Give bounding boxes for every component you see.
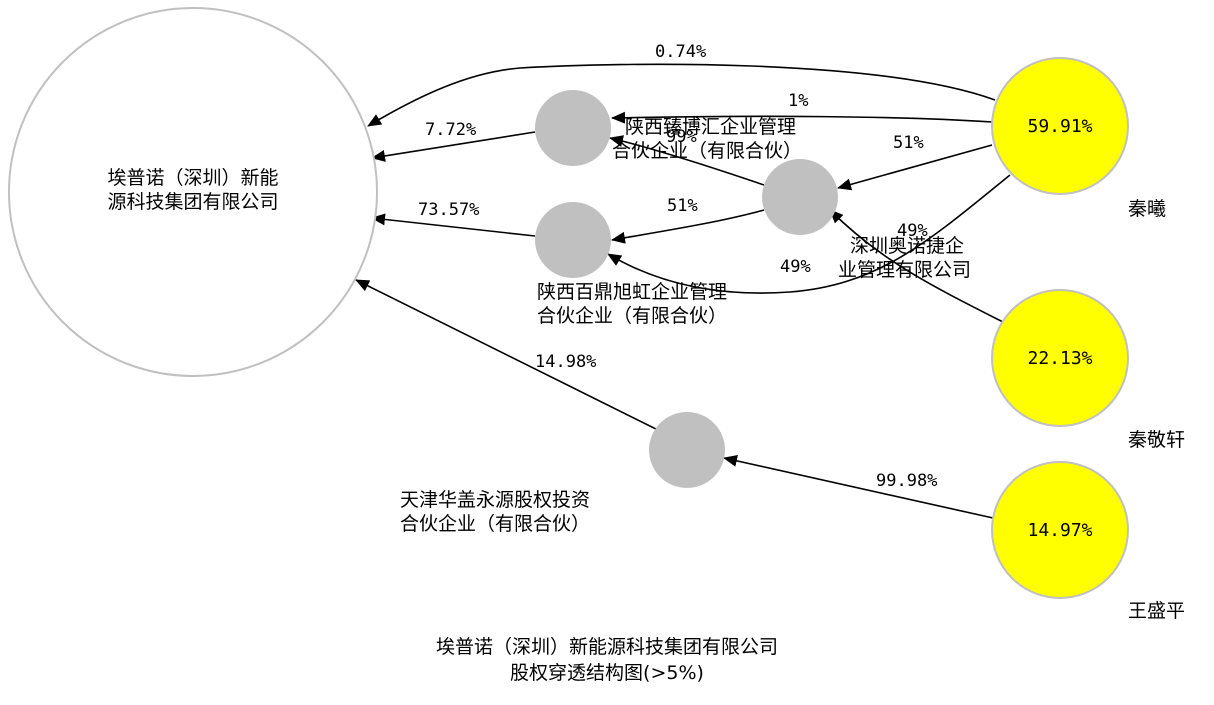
node-aonuo-name-line1: 深圳奥诺捷企 (850, 235, 964, 257)
node-tianjin-name-line2: 合伙企业（有限合伙） (400, 513, 590, 535)
node-aonuo-name-line2: 业管理有限公司 (838, 259, 971, 281)
node-qin-xi-name: 秦曦 (1128, 198, 1166, 220)
edge-label-qinxi-to-baiding: 49% (780, 257, 811, 277)
node-target-company[interactable] (8, 7, 378, 377)
edge-label-qinxi-to-aonuo: 51% (893, 133, 924, 153)
edge-label-qinxi-to-target: 0.74% (655, 42, 706, 62)
edge-aonuo-to-zhenbo (609, 135, 765, 186)
node-zhenbo-name-line1: 陕西臻博汇企业管理 (625, 116, 796, 138)
node-baiding-name-line1: 陕西百鼎旭虹企业管理 (537, 281, 727, 303)
edge-jingxuan-to-aonuo (829, 209, 1004, 323)
edge-qinxi-to-aonuo (837, 144, 993, 191)
node-shanxi-baiding[interactable] (535, 202, 611, 278)
node-person-qin-jingxuan[interactable] (991, 289, 1129, 427)
node-target-name-line1: 埃普诺（深圳）新能 (107, 167, 278, 189)
edge-qinxi-to-target (367, 63, 996, 127)
edge-qinxi-to-zhenbo (611, 111, 993, 124)
edge-label-zhenbo-to-target: 7.72% (425, 120, 476, 140)
node-wang-shengping-share: 14.97% (1027, 520, 1092, 541)
node-baiding-name-line2: 合伙企业（有限合伙） (537, 305, 727, 327)
node-shanxi-zhenbo[interactable] (535, 90, 611, 166)
edge-baiding-to-target (371, 213, 536, 237)
node-qin-xi-share: 59.91% (1027, 116, 1092, 137)
edge-label-tianjin-to-target: 14.98% (535, 352, 596, 372)
node-target-name-line2: 源科技集团有限公司 (107, 191, 278, 213)
node-person-wang-shengping[interactable] (991, 461, 1129, 599)
node-shenzhen-aonuo[interactable] (762, 159, 838, 235)
node-wang-shengping-name: 王盛平 (1128, 600, 1185, 622)
edge-label-wang-to-tianjin: 99.98% (876, 471, 937, 491)
diagram-caption-line1: 埃普诺（深圳）新能源科技集团有限公司 (436, 636, 778, 658)
edge-wang-to-tianjin (723, 454, 994, 519)
edge-label-qinxi-to-zhenbo: 1% (788, 91, 808, 111)
node-qin-jingxuan-share: 22.13% (1027, 348, 1092, 369)
edge-label-jingxuan-to-aonuo: 49% (897, 221, 928, 241)
node-tianjin[interactable] (649, 412, 725, 488)
edge-label-aonuo-to-baiding: 51% (667, 196, 698, 216)
edge-zhenbo-to-target (371, 131, 536, 162)
edge-tianjin-to-target (355, 279, 663, 433)
edge-label-aonuo-to-zhenbo: 99% (666, 127, 697, 147)
edge-aonuo-to-baiding (611, 209, 765, 244)
node-person-qin-xi[interactable] (991, 57, 1129, 195)
node-qin-jingxuan-name: 秦敬轩 (1128, 429, 1185, 451)
diagram-caption-line2: 股权穿透结构图(>5%) (510, 662, 704, 684)
edge-qinxi-to-baiding (607, 174, 1011, 294)
node-zhenbo-name-line2: 合伙企业（有限合伙） (612, 140, 802, 162)
edge-label-baiding-to-target: 73.57% (418, 200, 479, 220)
node-tianjin-name-line1: 天津华盖永源股权投资 (400, 489, 590, 511)
